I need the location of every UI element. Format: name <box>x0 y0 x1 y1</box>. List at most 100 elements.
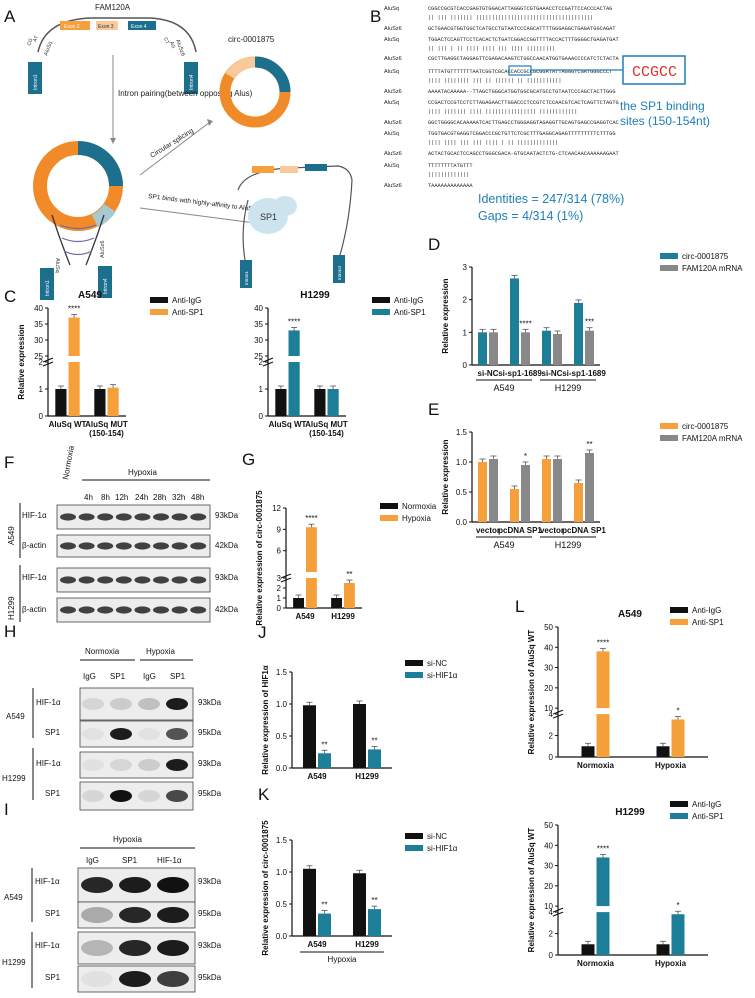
blot-band <box>157 907 189 923</box>
bar <box>596 651 610 757</box>
bar <box>303 705 316 768</box>
i-cell-a549: A549 <box>4 893 23 902</box>
h-hypoxia-label: Hypoxia <box>146 647 175 656</box>
panel-letter-h: H <box>4 622 16 641</box>
legend-label: si-NC <box>427 659 447 668</box>
intron4-top-block <box>184 62 198 94</box>
legend-label: Anti-SP1 <box>692 618 724 627</box>
blot-band <box>115 513 132 521</box>
y-axis-label: Relative expression of HIF1α <box>261 665 270 774</box>
x-tick-label: AluSq MUT <box>85 420 128 429</box>
y-tick-label: 0 <box>39 412 44 421</box>
blot-band <box>110 698 132 710</box>
bar <box>318 753 331 768</box>
blot-band <box>138 790 160 802</box>
x-tick-label: AluSq WT <box>269 420 307 429</box>
x-axis-label: Hypoxia <box>328 955 357 964</box>
legend-swatch <box>372 297 390 303</box>
blot-band <box>82 728 104 740</box>
group-label: H1299 <box>555 383 582 393</box>
blot-band <box>97 542 114 550</box>
blot-band <box>97 606 114 614</box>
bar <box>656 746 670 757</box>
y-tick-label: 1.5 <box>456 428 468 437</box>
sp1-intron1-block <box>240 260 252 288</box>
legend-label: circ-0001875 <box>682 252 729 261</box>
sp1-binds-label: SP1 binds with highly-affinity to AluSq <box>148 193 257 213</box>
h-lane-1: IgG <box>83 672 96 681</box>
significance-label: **** <box>305 514 317 523</box>
y-tick-label: 2 <box>259 358 264 367</box>
arrow-circular <box>139 121 211 176</box>
blot-images <box>56 504 211 993</box>
bar <box>574 302 583 365</box>
i-kda-2: 95kDa <box>198 909 222 918</box>
i-row-1: HIF-1α <box>35 877 60 886</box>
blot-band <box>81 940 113 956</box>
legend-swatch <box>670 607 688 613</box>
f-time-32h: 32h <box>172 493 185 502</box>
y-tick-label: 1 <box>463 328 468 337</box>
bar <box>478 462 487 522</box>
bar <box>353 873 366 936</box>
bar <box>55 389 67 416</box>
circ-name-label: circ-0001875 <box>228 35 275 44</box>
alignment-seq: TGGACTCCAGTTCCTCACACTCTGATCGGACCGGTTTTAC… <box>428 37 619 43</box>
alignment-label: AluSz6 <box>384 56 402 62</box>
x-tick-label: H1299 <box>331 612 355 621</box>
blot-band <box>190 513 207 521</box>
circ-ring-exon3 <box>225 56 256 80</box>
bar <box>318 913 331 936</box>
sp1-exon3 <box>280 166 298 173</box>
i-kda-3: 93kDa <box>198 941 222 950</box>
h-row-4: SP1 <box>45 789 61 798</box>
blot-band <box>119 877 151 893</box>
axis-break <box>42 357 54 367</box>
alusq-stem-label: AluSq <box>54 258 60 273</box>
bar-break-gap <box>595 906 611 913</box>
group-label: H1299 <box>555 540 582 550</box>
x-tick-label: AluSq WT <box>49 420 87 429</box>
h-kda-2: 95kDa <box>198 728 222 737</box>
significance-label: *** <box>585 318 594 327</box>
y-tick-label: 3 <box>277 574 282 583</box>
sp1-intron4-label: Intron4 <box>337 265 342 280</box>
x-tick-label: H1299 <box>355 772 379 781</box>
bar <box>574 483 583 522</box>
significance-label: ** <box>321 901 327 910</box>
exon4-label: Exon 4 <box>131 24 147 30</box>
blot-band <box>153 576 169 584</box>
identities-label: Identities = 247/314 (78%) <box>478 192 624 206</box>
i-lane-3: HIF-1α <box>157 856 182 865</box>
panel-letter-k: K <box>258 785 270 804</box>
y-tick-label: 0 <box>277 604 282 613</box>
pair-label-2: AT <box>32 35 40 43</box>
legend-label: FAM120A mRNA <box>682 264 743 273</box>
y-tick-label: 0.5 <box>276 732 288 741</box>
blot-band <box>60 576 76 584</box>
blot-band <box>119 971 151 987</box>
y-axis-label: Relative expression <box>441 278 450 353</box>
y-tick-label: 40 <box>544 643 553 652</box>
y-tick-label: 2 <box>549 732 554 741</box>
legend-label: Normoxia <box>402 502 437 511</box>
y-tick-label: 1.0 <box>456 458 468 467</box>
y-tick-label: 50 <box>544 623 553 632</box>
exon2-label: Exon 2 <box>64 24 80 30</box>
significance-label: * <box>676 901 679 910</box>
legend-label: si-HIF1α <box>427 671 458 680</box>
y-tick-label: 9 <box>277 525 282 534</box>
pair-label-3: CT <box>162 37 170 45</box>
y-tick-label: 1 <box>277 594 282 603</box>
panel-letter-b: B <box>370 7 381 26</box>
f-time-8h: 8h <box>101 493 110 502</box>
legend-swatch <box>405 833 423 839</box>
alignment-seq: |||| |||| ||| ||| |||| | || ||||||||||||… <box>428 140 558 146</box>
blot-band <box>78 542 95 550</box>
